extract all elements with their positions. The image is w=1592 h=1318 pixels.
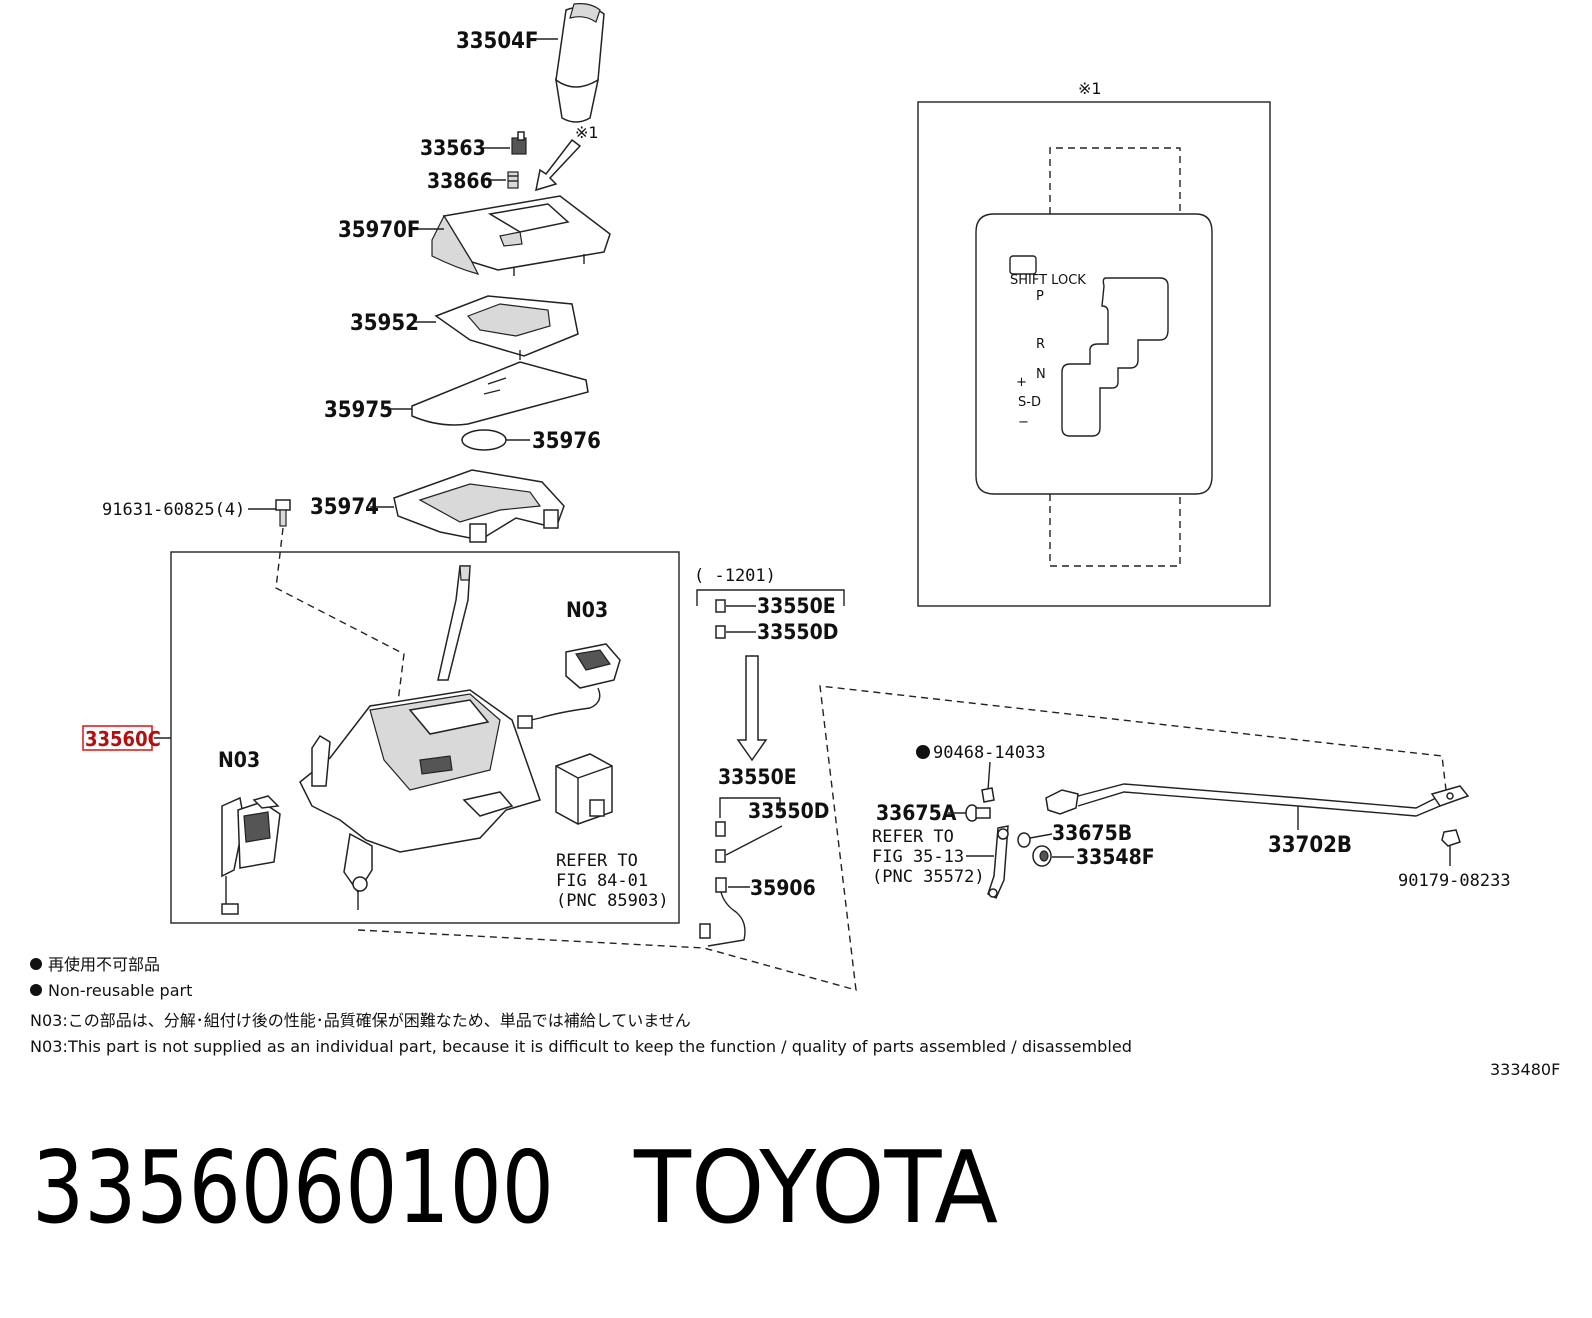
clip-33563-drawing xyxy=(511,131,527,155)
label-33550D-a: 33550D xyxy=(757,620,838,644)
refer-84-line1: REFER TO xyxy=(556,851,638,871)
bushing-33675B-drawing xyxy=(1017,832,1031,848)
solenoid-n03-left-drawing xyxy=(221,795,281,915)
label-35970F: 35970F xyxy=(338,218,420,243)
label-33866: 33866 xyxy=(427,169,493,193)
label-33550E-b: 33550E xyxy=(718,765,797,789)
shift-lever-assembly-drawing xyxy=(299,565,541,910)
connector-n03-top-drawing xyxy=(517,643,621,729)
label-33702B: 33702B xyxy=(1268,833,1352,858)
shift-gate-path xyxy=(1061,277,1169,437)
legend-jp-nonreusable: 再使用不可部品 xyxy=(48,955,160,974)
refer-35-line2: FIG 35-13 xyxy=(872,847,964,867)
gate-P: P xyxy=(1036,289,1044,304)
down-arrow xyxy=(736,655,768,762)
indicator-housing-drawing xyxy=(431,195,611,276)
ref-mark-arrow: ※1 xyxy=(575,123,599,142)
slide-cover-drawing xyxy=(411,361,589,426)
spring-33866-drawing xyxy=(507,171,519,189)
cable-35906-drawing xyxy=(699,877,746,947)
label-33560C: 33560C xyxy=(85,727,161,751)
gate-R: R xyxy=(1036,337,1045,352)
label-33550D-b: 33550D xyxy=(748,799,829,823)
disc-35976-drawing xyxy=(461,429,507,451)
label-90468: 90468-14033 xyxy=(933,743,1046,763)
highlight-box xyxy=(82,725,153,751)
refer-84-line2: FIG 84-01 xyxy=(556,871,648,891)
date-range: ( -1201) xyxy=(694,566,776,586)
detail-panel-frame xyxy=(917,101,1271,607)
nut-90179-drawing xyxy=(1441,829,1461,866)
refer-35-line1: REFER TO xyxy=(872,827,954,847)
shift-lock-button xyxy=(1009,255,1037,275)
lever-arm-drawing xyxy=(987,825,1009,900)
cable-group-outline xyxy=(357,685,1447,991)
reference-arrow xyxy=(535,138,582,192)
base-bracket-drawing xyxy=(393,469,565,543)
gate-plus: + xyxy=(1016,375,1027,390)
label-33504F: 33504F xyxy=(456,29,538,54)
label-35906: 35906 xyxy=(750,876,816,900)
label-33675A: 33675A xyxy=(876,801,957,825)
figure-code: 333480F xyxy=(1490,1060,1560,1079)
cap-33550D-b-drawing xyxy=(715,849,726,863)
refer-35-line3: (PNC 35572) xyxy=(872,867,985,887)
label-33675B: 33675B xyxy=(1052,821,1132,845)
bolt-91631-drawing xyxy=(275,499,291,527)
shift-lock-label: SHIFT LOCK xyxy=(1010,273,1086,288)
label-35975: 35975 xyxy=(324,398,393,423)
part-number: 3356060100 xyxy=(32,1129,554,1246)
legend-jp-n03: N03:この部品は、分解･組付け後の性能･品質確保が困難なため、単品では補給して… xyxy=(30,1011,691,1030)
legend-en-nonreusable: Non-reusable part xyxy=(48,981,192,1000)
label-91631: 91631-60825(4) xyxy=(102,500,245,520)
label-33548F: 33548F xyxy=(1076,845,1155,869)
label-33550E-a: 33550E xyxy=(757,594,836,618)
legend-en-n03: N03:This part is not supplied as an indi… xyxy=(30,1037,1132,1056)
label-35976: 35976 xyxy=(532,429,601,454)
refer-84-line3: (PNC 85903) xyxy=(556,891,669,911)
rod-33702B-drawing xyxy=(1045,783,1470,817)
ref-mark-box: ※1 xyxy=(1078,79,1102,98)
brand-name: TOYOTA xyxy=(633,1129,998,1246)
cap-33550E-a-drawing xyxy=(715,599,726,613)
control-unit-drawing xyxy=(555,753,613,825)
label-35974: 35974 xyxy=(310,495,379,520)
gate-minus: − xyxy=(1018,415,1029,430)
nut-33548F-drawing xyxy=(1032,845,1052,867)
label-N03-top: N03 xyxy=(566,598,608,622)
clip-90468-drawing xyxy=(981,787,995,803)
shift-knob-drawing xyxy=(554,3,605,123)
gate-N: N xyxy=(1036,367,1046,382)
legend-dot-jp xyxy=(30,958,42,970)
gate-plate-drawing xyxy=(434,295,579,360)
label-N03-left: N03 xyxy=(218,748,260,772)
pin-33675A-drawing xyxy=(965,804,991,822)
nonreusable-dot-90468 xyxy=(916,745,930,759)
gate-SD: S-D xyxy=(1018,395,1041,410)
label-90179: 90179-08233 xyxy=(1398,871,1511,891)
legend-dot-en xyxy=(30,984,42,996)
label-33563: 33563 xyxy=(420,136,486,160)
gate-panel-outline xyxy=(975,213,1213,495)
label-35952: 35952 xyxy=(350,311,419,336)
cap-33550D-a-drawing xyxy=(715,625,726,639)
cap-33550E-b-drawing xyxy=(715,821,726,837)
